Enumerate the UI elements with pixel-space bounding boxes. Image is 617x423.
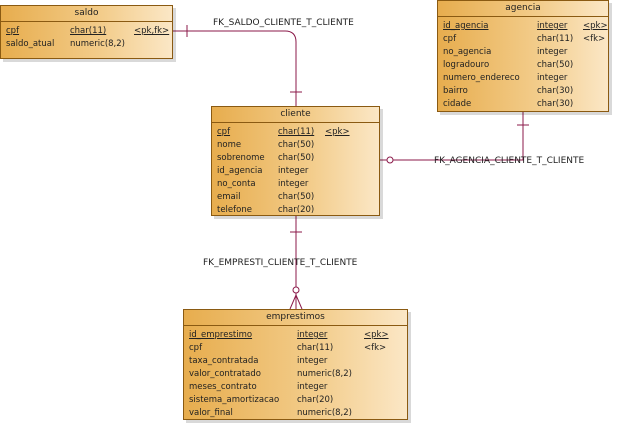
column-type: char(50) bbox=[537, 60, 574, 70]
entity-saldo[interactable]: saldo cpf char(11) <pk,fk> saldo_atual n… bbox=[0, 5, 173, 59]
column-row: numero_endereco integer bbox=[443, 72, 603, 85]
column-type: numeric(8,2) bbox=[297, 408, 352, 418]
column-name: valor_final bbox=[189, 408, 233, 418]
column-key: <pk> bbox=[364, 330, 389, 340]
column-name: no_agencia bbox=[443, 47, 492, 57]
column-type: integer bbox=[278, 166, 309, 176]
entity-cliente[interactable]: cliente cpf char(11) <pk> nome char(50) … bbox=[211, 106, 380, 216]
column-row: no_agencia integer bbox=[443, 46, 603, 59]
column-row: saldo_atual numeric(8,2) bbox=[6, 38, 167, 51]
column-name: id_emprestimo bbox=[189, 330, 253, 340]
column-name: cpf bbox=[217, 127, 231, 137]
fk-emprest-label: FK_EMPRESTI_CLIENTE_T_CLIENTE bbox=[203, 258, 358, 268]
column-name: email bbox=[217, 192, 241, 202]
column-name: sistema_amortizacao bbox=[189, 395, 280, 405]
column-row: sobrenome char(50) bbox=[217, 152, 374, 165]
column-name: id_agencia bbox=[443, 21, 489, 31]
column-name: cpf bbox=[443, 34, 457, 44]
column-name: cidade bbox=[443, 99, 472, 109]
fk-agencia-line bbox=[380, 112, 524, 161]
column-row: bairro char(30) bbox=[443, 85, 603, 98]
column-name: logradouro bbox=[443, 60, 490, 70]
column-row: id_emprestimo integer <pk> bbox=[189, 329, 402, 342]
column-row: logradouro char(50) bbox=[443, 59, 603, 72]
column-row: valor_contratado numeric(8,2) bbox=[189, 368, 402, 381]
column-name: meses_contrato bbox=[189, 382, 257, 392]
column-row: taxa_contratada integer bbox=[189, 355, 402, 368]
column-row: email char(50) bbox=[217, 191, 374, 204]
entity-agencia[interactable]: agencia id_agencia integer <pk> cpf char… bbox=[437, 0, 609, 112]
fk-emprest-crowfoot bbox=[289, 293, 303, 310]
column-name: id_agencia bbox=[217, 166, 263, 176]
column-type: char(11) bbox=[278, 127, 315, 137]
column-type: char(30) bbox=[537, 86, 574, 96]
column-name: bairro bbox=[443, 86, 468, 96]
column-type: integer bbox=[537, 73, 568, 83]
column-key: <pk> bbox=[325, 127, 350, 137]
column-name: saldo_atual bbox=[6, 39, 55, 49]
column-name: telefone bbox=[217, 205, 252, 215]
fk-agencia-optional-circle bbox=[386, 156, 394, 164]
fk-saldo-line bbox=[173, 30, 297, 106]
entity-cliente-title: cliente bbox=[212, 107, 379, 123]
column-name: cpf bbox=[6, 26, 20, 36]
fk-agencia-label: FK_AGENCIA_CLIENTE_T_CLIENTE bbox=[434, 156, 585, 166]
column-type: integer bbox=[297, 356, 328, 366]
fk-saldo-label: FK_SALDO_CLIENTE_T_CLIENTE bbox=[213, 18, 354, 28]
column-type: char(30) bbox=[537, 99, 574, 109]
entity-emprestimos-title: emprestimos bbox=[184, 310, 407, 326]
column-name: no_conta bbox=[217, 179, 256, 189]
column-row: valor_final numeric(8,2) bbox=[189, 407, 402, 420]
column-name: nome bbox=[217, 140, 242, 150]
column-type: integer bbox=[278, 179, 309, 189]
column-name: taxa_contratada bbox=[189, 356, 259, 366]
column-row: cpf char(11) <pk,fk> bbox=[6, 25, 170, 38]
column-name: numero_endereco bbox=[443, 73, 520, 83]
column-row: id_agencia integer bbox=[217, 165, 374, 178]
column-key: <pk,fk> bbox=[134, 26, 170, 36]
column-type: integer bbox=[537, 47, 568, 57]
column-key: <fk> bbox=[364, 343, 387, 353]
fk-emprest-optional-circle bbox=[292, 286, 300, 294]
column-type: char(50) bbox=[278, 153, 315, 163]
column-row: nome char(50) bbox=[217, 139, 374, 152]
column-type: integer bbox=[537, 21, 568, 31]
column-key: <pk> bbox=[583, 21, 608, 31]
column-type: char(11) bbox=[297, 343, 334, 353]
column-type: char(50) bbox=[278, 192, 315, 202]
column-type: char(50) bbox=[278, 140, 315, 150]
column-row: cpf char(11) <fk> bbox=[189, 342, 402, 355]
entity-emprestimos[interactable]: emprestimos id_emprestimo integer <pk> c… bbox=[183, 309, 408, 420]
column-type: integer bbox=[297, 330, 328, 340]
column-type: numeric(8,2) bbox=[297, 369, 352, 379]
column-type: char(11) bbox=[70, 26, 107, 36]
column-type: integer bbox=[297, 382, 328, 392]
column-row: id_agencia integer <pk> bbox=[443, 20, 608, 33]
column-row: cpf char(11) <fk> bbox=[443, 33, 606, 46]
column-row: no_conta integer bbox=[217, 178, 374, 191]
entity-agencia-title: agencia bbox=[438, 1, 608, 17]
column-row: telefone char(20) bbox=[217, 204, 374, 217]
column-name: sobrenome bbox=[217, 153, 265, 163]
column-type: char(20) bbox=[297, 395, 334, 405]
entity-saldo-title: saldo bbox=[1, 6, 172, 22]
column-row: sistema_amortizacao char(20) bbox=[189, 394, 402, 407]
column-row: cidade char(30) bbox=[443, 98, 603, 111]
column-type: char(11) bbox=[537, 34, 574, 44]
column-name: cpf bbox=[189, 343, 203, 353]
column-name: valor_contratado bbox=[189, 369, 261, 379]
column-row: meses_contrato integer bbox=[189, 381, 402, 394]
column-type: char(20) bbox=[278, 205, 315, 215]
column-key: <fk> bbox=[583, 34, 606, 44]
column-type: numeric(8,2) bbox=[70, 39, 125, 49]
column-row: cpf char(11) <pk> bbox=[217, 126, 374, 139]
